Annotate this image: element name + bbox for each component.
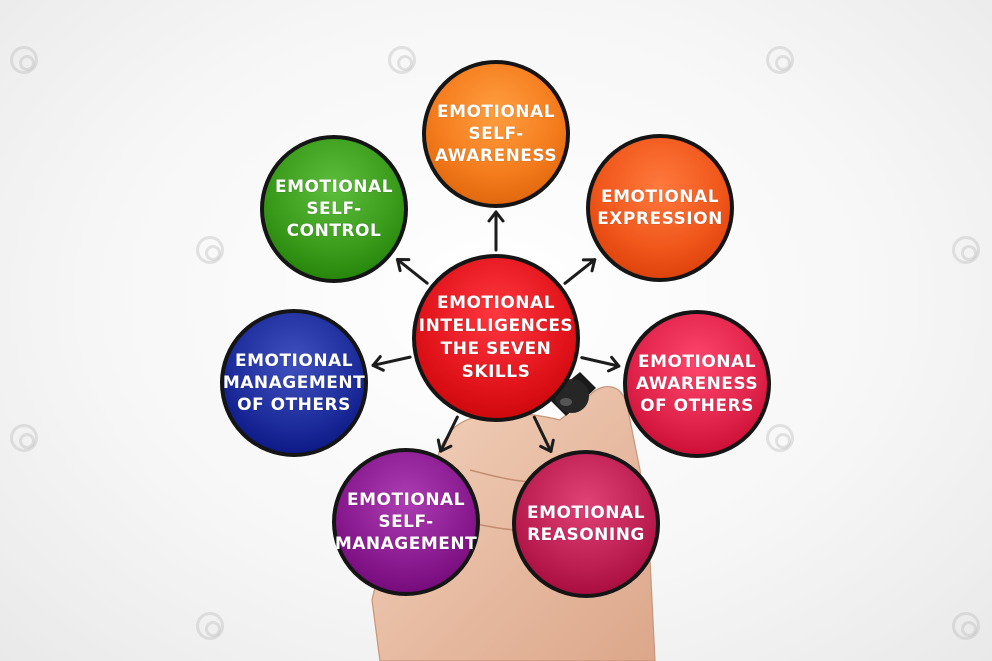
skill-label-self-awareness: EMOTIONAL SELF- AWARENESS bbox=[434, 102, 558, 166]
watermark-icon bbox=[766, 424, 794, 452]
arrow-expression bbox=[563, 258, 597, 285]
watermark-icon bbox=[388, 46, 416, 74]
skill-label-reasoning: EMOTIONAL REASONING bbox=[526, 503, 646, 545]
skill-node-self-management: EMOTIONAL SELF- MANAGEMENT bbox=[332, 448, 480, 596]
arrow-reasoning bbox=[532, 415, 555, 453]
central-topic-label: EMOTIONAL INTELLIGENCES THE SEVEN SKILLS bbox=[418, 293, 574, 382]
central-topic-node: EMOTIONAL INTELLIGENCES THE SEVEN SKILLS bbox=[412, 254, 580, 422]
skill-node-reasoning: EMOTIONAL REASONING bbox=[512, 450, 660, 598]
skill-node-management-of-others: EMOTIONAL MANAGEMENT OF OTHERS bbox=[220, 309, 368, 457]
skill-label-expression: EMOTIONAL EXPRESSION bbox=[597, 187, 723, 229]
watermark-icon bbox=[10, 46, 38, 74]
watermark-icon bbox=[952, 612, 980, 640]
arrow-awareness-of-others bbox=[580, 355, 621, 373]
skill-node-awareness-of-others: EMOTIONAL AWARENESS OF OTHERS bbox=[623, 310, 771, 458]
skill-node-self-control: EMOTIONAL SELF- CONTROL bbox=[260, 135, 408, 283]
skill-node-expression: EMOTIONAL EXPRESSION bbox=[586, 134, 734, 282]
watermark-icon bbox=[766, 46, 794, 74]
watermark-icon bbox=[10, 424, 38, 452]
skill-label-management-of-others: EMOTIONAL MANAGEMENT OF OTHERS bbox=[222, 351, 366, 415]
skill-label-awareness-of-others: EMOTIONAL AWARENESS OF OTHERS bbox=[635, 352, 759, 416]
arrow-self-management bbox=[436, 415, 459, 453]
watermark-icon bbox=[952, 236, 980, 264]
skill-label-self-control: EMOTIONAL SELF- CONTROL bbox=[274, 177, 394, 241]
skill-node-self-awareness: EMOTIONAL SELF- AWARENESS bbox=[422, 60, 570, 208]
watermark-icon bbox=[196, 612, 224, 640]
arrow-self-control bbox=[395, 258, 429, 285]
arrow-management-of-others bbox=[371, 355, 412, 372]
arrow-self-awareness bbox=[487, 210, 505, 252]
skill-label-self-management: EMOTIONAL SELF- MANAGEMENT bbox=[334, 490, 478, 554]
watermark-icon bbox=[196, 236, 224, 264]
